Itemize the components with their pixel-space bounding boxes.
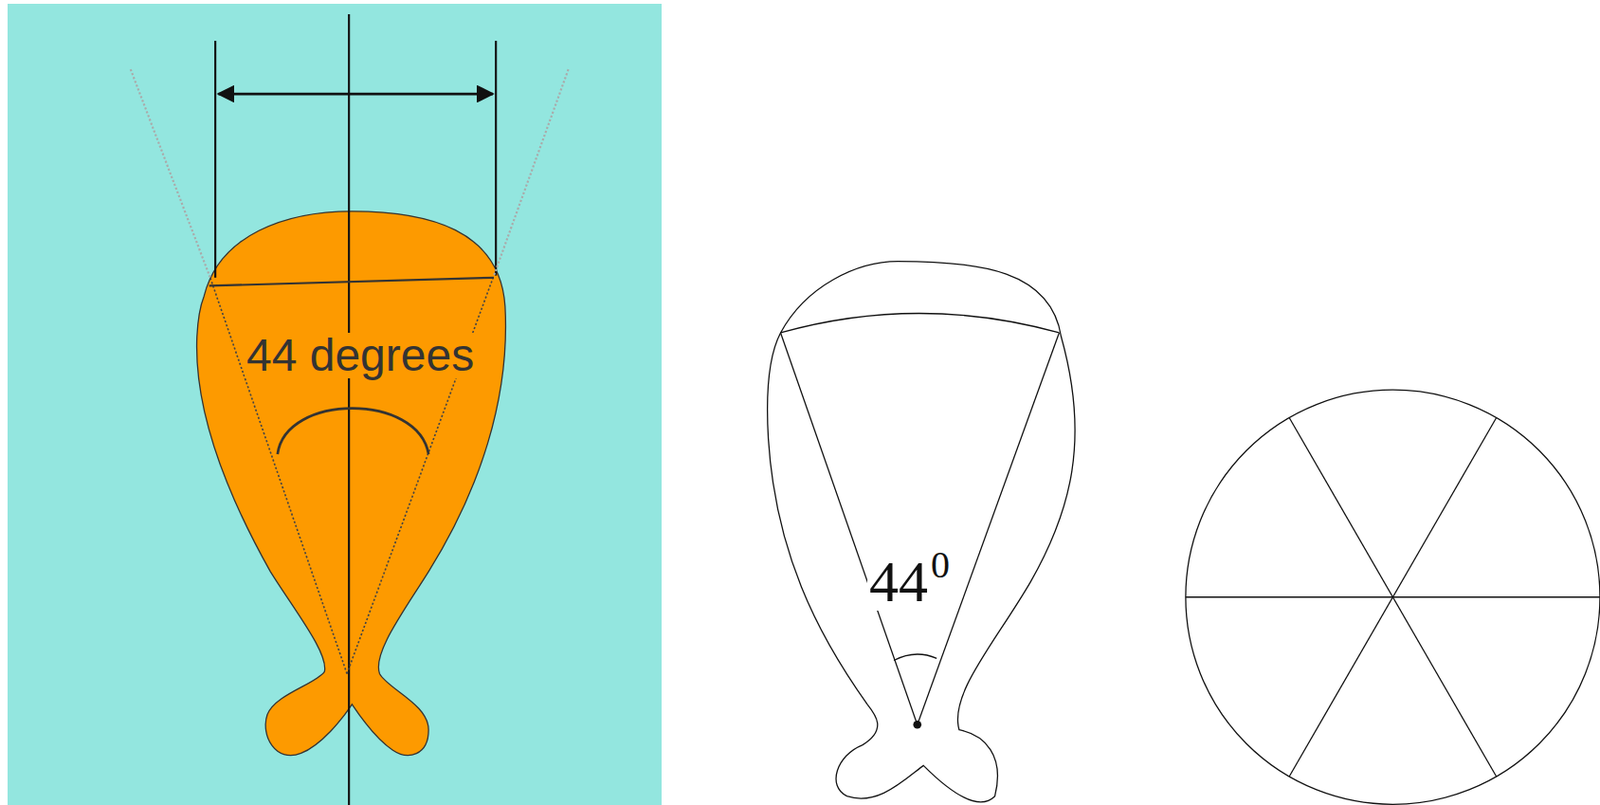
dimension-arrow bbox=[218, 92, 493, 96]
vertex-dot bbox=[912, 720, 922, 729]
fish-body bbox=[197, 211, 507, 756]
dimension-line bbox=[494, 40, 497, 276]
background-panel bbox=[7, 3, 662, 805]
extension-line bbox=[493, 69, 569, 275]
chord-line bbox=[781, 312, 1060, 332]
chord-line bbox=[209, 277, 494, 287]
center-line bbox=[347, 14, 350, 805]
fish-outline bbox=[767, 261, 1075, 802]
extension-line bbox=[130, 69, 211, 278]
degree-superscript: 0 bbox=[928, 545, 952, 584]
angle-arc bbox=[893, 654, 937, 661]
circle-spoke bbox=[1289, 418, 1497, 778]
angle-value: 44 bbox=[867, 551, 930, 611]
angle-label: 44 degrees bbox=[244, 332, 476, 379]
circle-spoke bbox=[1289, 418, 1497, 778]
dimension-line bbox=[214, 40, 217, 278]
angle-ray bbox=[917, 332, 1060, 725]
angle-ray bbox=[781, 332, 918, 725]
circle-spokes bbox=[1185, 418, 1600, 778]
divided-circle bbox=[1185, 389, 1600, 804]
angle-arc bbox=[277, 408, 429, 455]
